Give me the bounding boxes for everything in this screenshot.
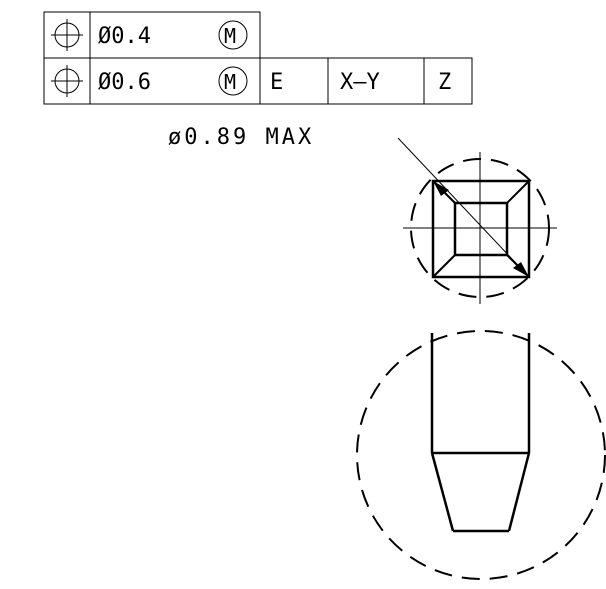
top-view-inner-square — [453, 201, 509, 257]
max-material-modifier-icon: M — [218, 66, 248, 96]
fcf-datum-cell-3 — [423, 57, 473, 105]
max-material-modifier-icon: M — [218, 20, 248, 50]
side-view-taper-right — [507, 452, 531, 532]
arrowhead-lower-icon — [513, 262, 529, 277]
fcf-row-2-tolerance: Ø0.6 — [98, 70, 151, 95]
diagonal-dimension-line — [397, 137, 530, 278]
feature-control-frame: Ø0.4 M Ø0.6 M E X–Y Z — [43, 11, 473, 105]
arrowhead-upper-icon — [433, 181, 449, 196]
position-icon — [51, 19, 83, 51]
fcf-row-1-tolerance: Ø0.4 — [98, 24, 151, 49]
side-view-dashed-circle — [356, 330, 606, 580]
position-icon — [51, 65, 83, 97]
fcf-row-2-modifier: M — [224, 70, 236, 94]
dimension-note: ø0.89 MAX — [168, 125, 314, 150]
fcf-row-2: Ø0.6 M E X–Y Z — [43, 57, 473, 105]
fcf-datum-3: Z — [438, 70, 451, 95]
top-view-outer-square — [431, 179, 531, 279]
side-view — [356, 330, 606, 580]
top-view — [397, 137, 557, 304]
fcf-datum-1: E — [270, 70, 283, 95]
fcf-row-1-modifier: M — [224, 24, 236, 48]
fcf-row-1: Ø0.4 M — [43, 11, 261, 59]
side-view-taper-left — [430, 452, 455, 532]
fcf-datum-2: X–Y — [340, 70, 380, 95]
